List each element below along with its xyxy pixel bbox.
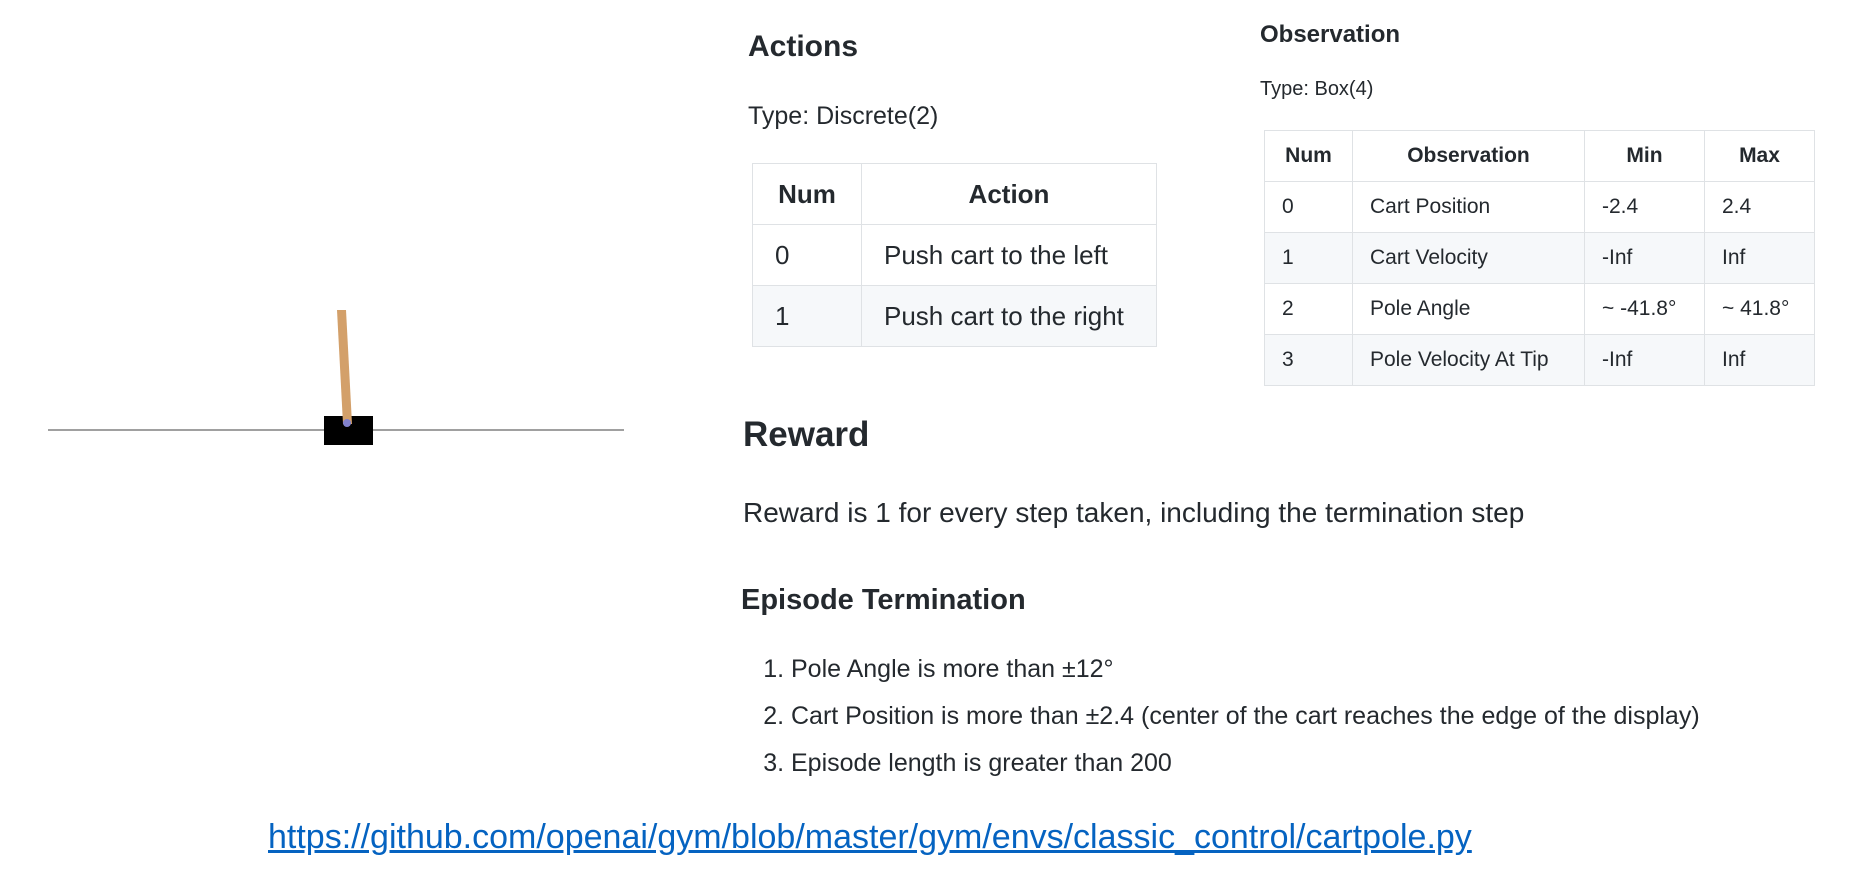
reward-heading: Reward <box>743 415 870 454</box>
observation-type: Type: Box(4) <box>1260 78 1374 100</box>
table-row: 1 Push cart to the right <box>752 285 1157 347</box>
table-cell: 0 <box>1264 181 1353 233</box>
source-link[interactable]: https://github.com/openai/gym/blob/maste… <box>268 818 1472 856</box>
cartpole-scene <box>48 310 624 445</box>
table-row: 3 Pole Velocity At Tip -Inf Inf <box>1264 334 1815 386</box>
table-cell: Cart Velocity <box>1352 232 1585 284</box>
table-row: 0 Cart Position -2.4 2.4 <box>1264 181 1815 233</box>
actions-type: Type: Discrete(2) <box>748 102 939 130</box>
table-cell: ~ 41.8° <box>1704 283 1815 335</box>
table-cell: 0 <box>752 224 862 286</box>
table-cell: ~ -41.8° <box>1584 283 1705 335</box>
column-header: Num <box>752 163 862 225</box>
table-cell: 1 <box>1264 232 1353 284</box>
table-cell: 3 <box>1264 334 1353 386</box>
list-item: Cart Position is more than ±2.4 (center … <box>791 697 1700 744</box>
reward-text: Reward is 1 for every step taken, includ… <box>743 497 1525 528</box>
table-cell: Inf <box>1704 232 1815 284</box>
table-cell: 1 <box>752 285 862 347</box>
table-cell: Push cart to the left <box>861 224 1157 286</box>
table-cell: Cart Position <box>1352 181 1585 233</box>
table-cell: -Inf <box>1584 232 1705 284</box>
table-header-row: Num Observation Min Max <box>1264 130 1815 182</box>
column-header: Num <box>1264 130 1353 182</box>
table-cell: 2.4 <box>1704 181 1815 233</box>
table-cell: Pole Velocity At Tip <box>1352 334 1585 386</box>
table-header-row: Num Action <box>752 163 1157 225</box>
table-row: 2 Pole Angle ~ -41.8° ~ 41.8° <box>1264 283 1815 335</box>
table-row: 0 Push cart to the left <box>752 224 1157 286</box>
list-item: Pole Angle is more than ±12° <box>791 650 1700 697</box>
termination-list: Pole Angle is more than ±12° Cart Positi… <box>758 650 1700 791</box>
cartpole-render <box>0 0 700 889</box>
table-row: 1 Cart Velocity -Inf Inf <box>1264 232 1815 284</box>
termination-heading: Episode Termination <box>741 584 1026 616</box>
table-cell: Inf <box>1704 334 1815 386</box>
column-header: Action <box>861 163 1157 225</box>
column-header: Min <box>1584 130 1705 182</box>
observation-heading: Observation <box>1260 21 1401 48</box>
table-cell: Pole Angle <box>1352 283 1585 335</box>
observation-table: Num Observation Min Max 0 Cart Position … <box>1264 130 1815 386</box>
actions-heading: Actions <box>748 30 859 63</box>
table-cell: -Inf <box>1584 334 1705 386</box>
table-cell: -2.4 <box>1584 181 1705 233</box>
column-header: Observation <box>1352 130 1585 182</box>
table-cell: 2 <box>1264 283 1353 335</box>
actions-table: Num Action 0 Push cart to the left 1 Pus… <box>752 163 1157 347</box>
list-item: Episode length is greater than 200 <box>791 744 1700 791</box>
pole <box>337 310 352 424</box>
axle <box>343 419 351 427</box>
column-header: Max <box>1704 130 1815 182</box>
table-cell: Push cart to the right <box>861 285 1157 347</box>
